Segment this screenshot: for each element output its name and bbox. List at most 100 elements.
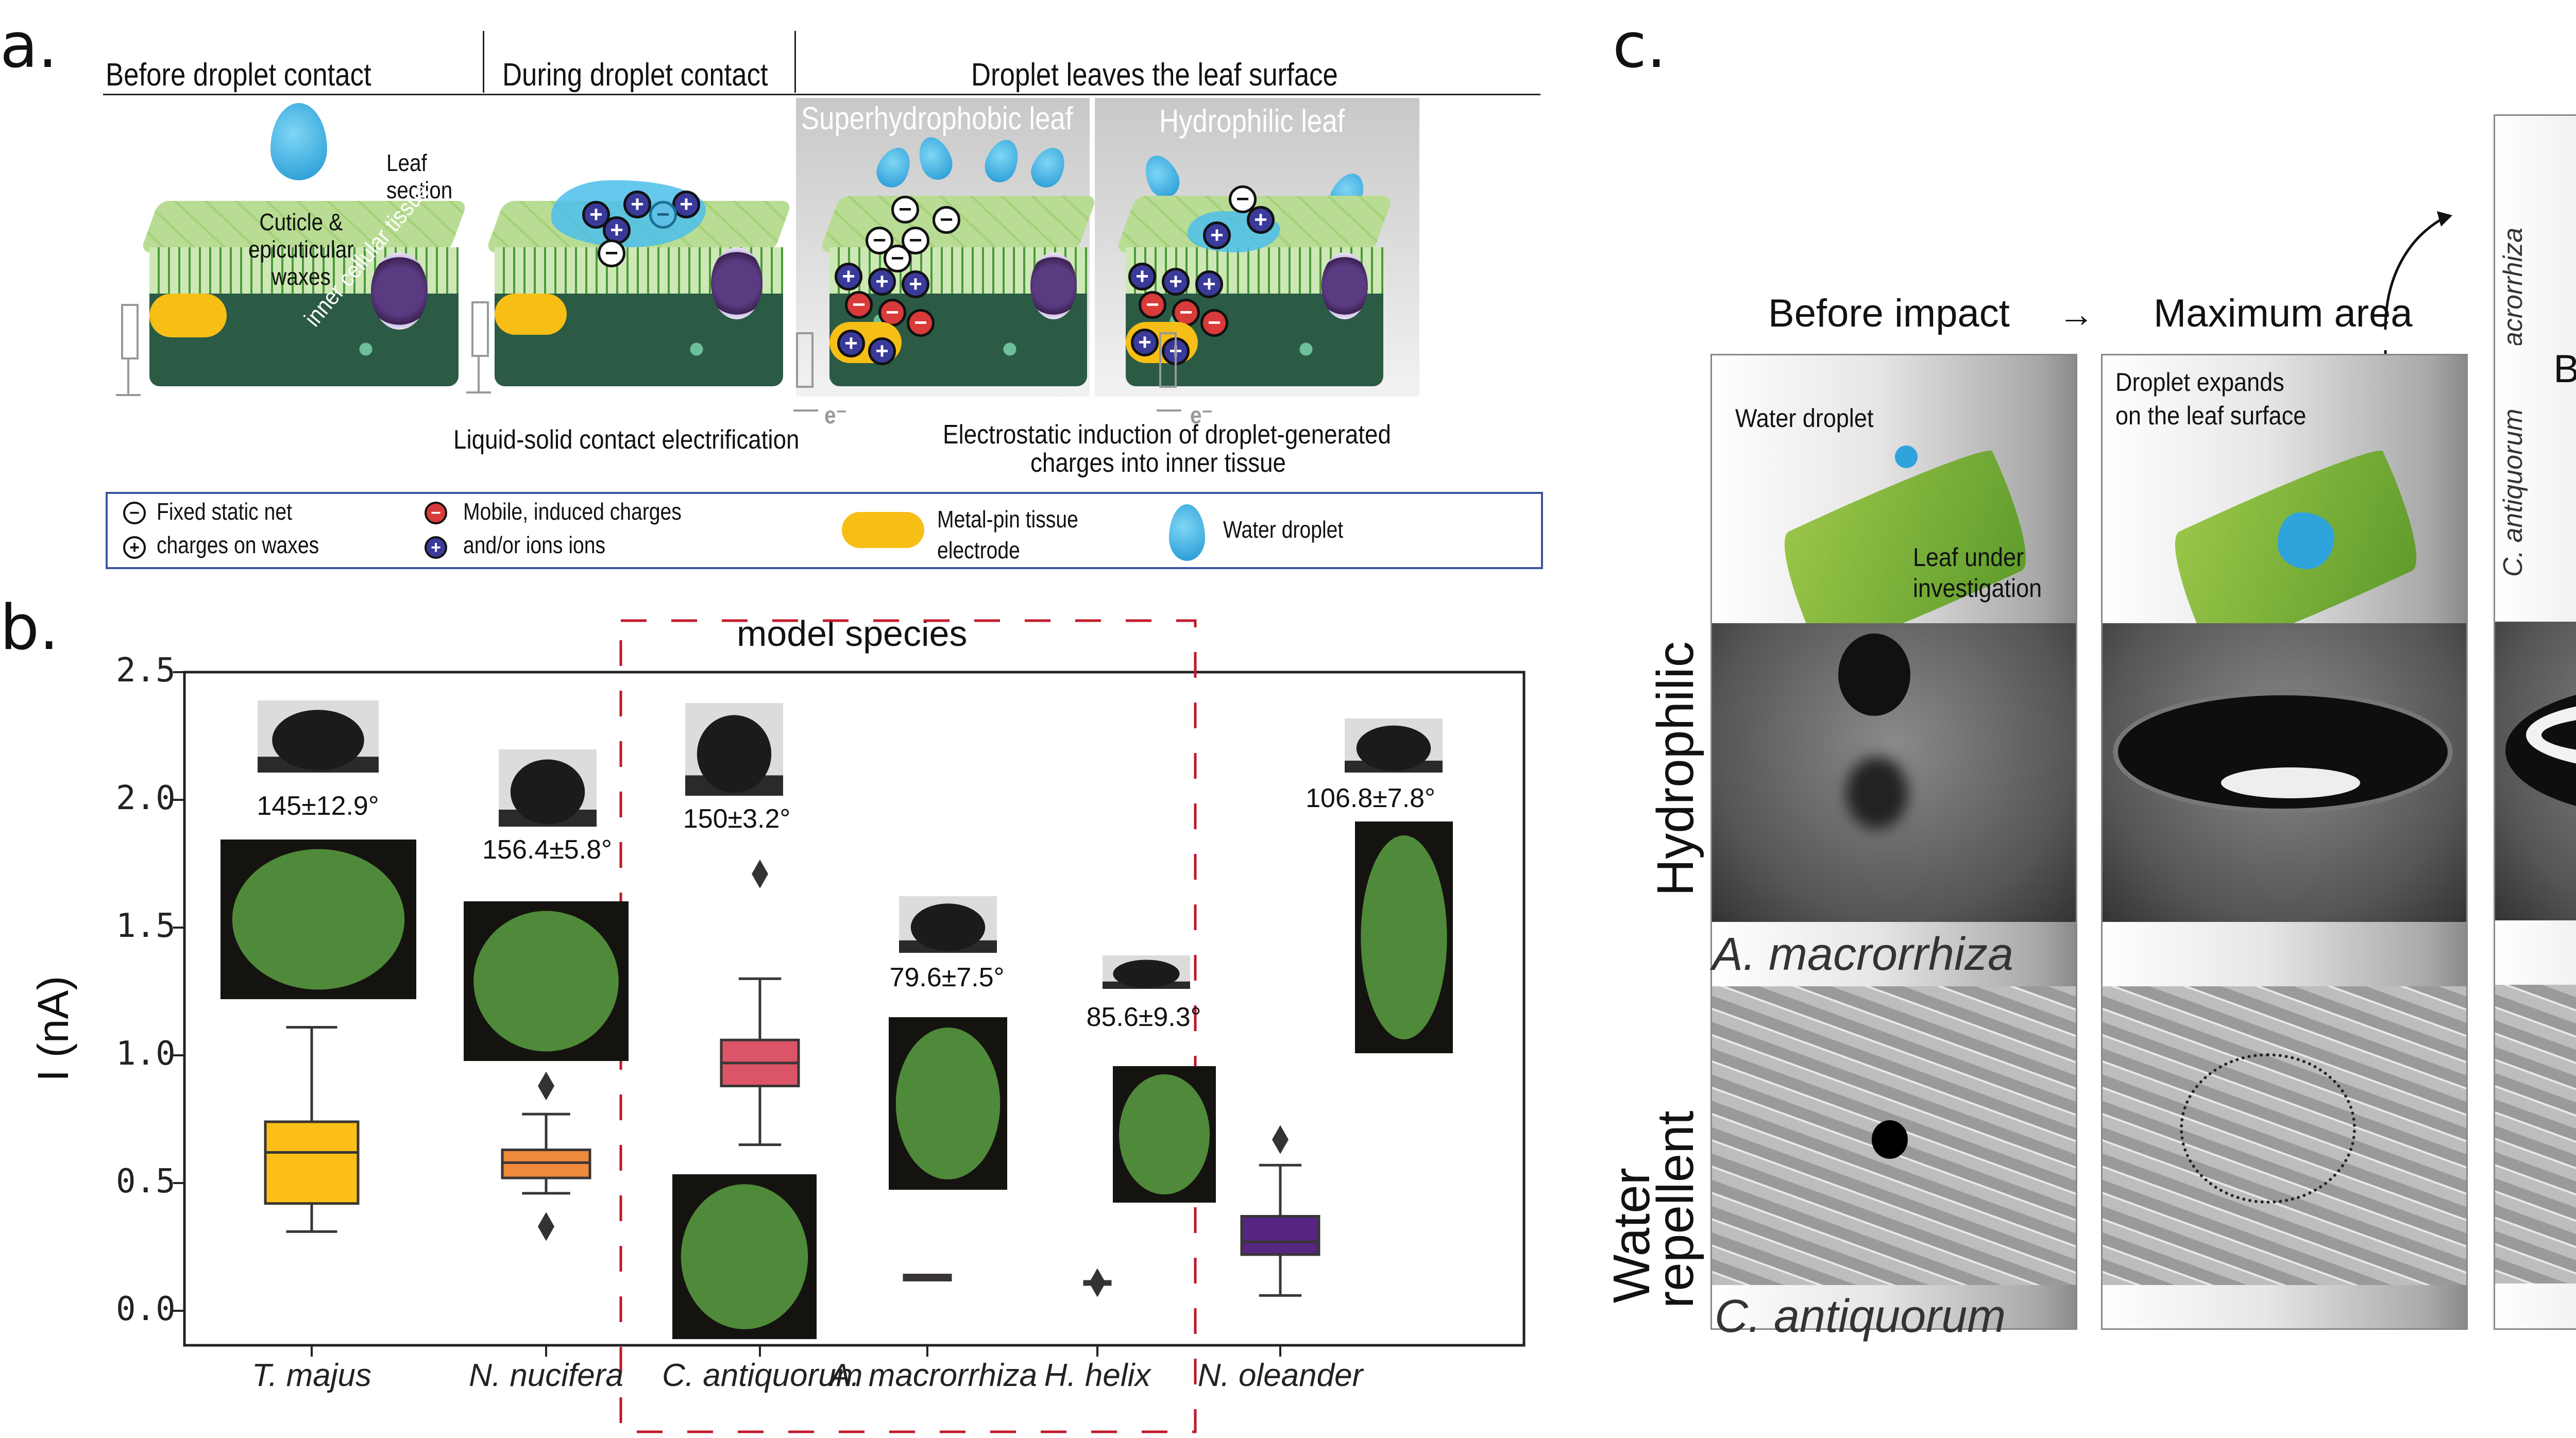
arrowhead-icon bbox=[2437, 211, 2452, 227]
contact-angle-photo bbox=[1103, 955, 1190, 989]
contact-angle-photo bbox=[1345, 718, 1443, 773]
legend-mobile-line2: and/or ions ions bbox=[463, 532, 606, 558]
vascular-bundle bbox=[1321, 252, 1368, 319]
water-repellent-photo-max bbox=[2103, 986, 2466, 1285]
header-maximum-area: Maximum area bbox=[2154, 292, 2413, 335]
y-tick-label: 0.5 bbox=[116, 1162, 176, 1201]
water-droplet-icon bbox=[270, 103, 327, 180]
x-tick-label: H. helix bbox=[1044, 1358, 1151, 1393]
contact-angle-photo bbox=[899, 896, 997, 953]
electrode-legend-icon bbox=[842, 512, 924, 548]
leaf-shape bbox=[1119, 1074, 1210, 1195]
positive-ion-icon: + bbox=[868, 337, 896, 365]
mobile-charge-icon: − bbox=[878, 299, 906, 327]
panel-a-letter: a. bbox=[0, 10, 58, 82]
plot-frame bbox=[183, 671, 1526, 1347]
superhydrophobic-label: Superhydrophobic leaf bbox=[801, 101, 1073, 136]
resistor-icon bbox=[1159, 332, 1177, 388]
ground-icon bbox=[466, 391, 491, 393]
vascular-bundle bbox=[371, 252, 428, 330]
positive-ion-icon: + bbox=[1203, 221, 1231, 249]
electron-flow-label: e⁻ bbox=[824, 402, 847, 429]
header-rule bbox=[103, 94, 1540, 95]
mobile-positive-ion-icon: + bbox=[425, 536, 447, 559]
fixed-charge-icon: − bbox=[891, 196, 919, 224]
hydrophilic-photo-before bbox=[1712, 623, 2076, 922]
header-before-impact: Before impact bbox=[1768, 292, 2010, 335]
x-tick-label: N. nucifera bbox=[469, 1358, 623, 1393]
leaf-photo bbox=[1113, 1066, 1216, 1203]
droplet-silhouette bbox=[1356, 725, 1431, 771]
droplet-reflection bbox=[1846, 757, 1908, 829]
leaf-photo bbox=[221, 840, 416, 999]
metal-pin-electrode bbox=[149, 294, 227, 337]
column-maximum-area: Droplet expands on the leaf surface bbox=[2101, 354, 2468, 1330]
fixed-negative-charge-icon: − bbox=[123, 502, 146, 524]
contact-angle-label: 79.6±7.5° bbox=[889, 963, 1005, 992]
hydrophilic-photo-contraction bbox=[2495, 622, 2576, 920]
header-breaking-line: Breaking into droplets bbox=[2553, 347, 2576, 391]
model-species-highlight-box bbox=[619, 619, 1197, 1433]
ground-icon bbox=[1157, 409, 1181, 412]
contact-angle-label: 156.4±5.8° bbox=[482, 835, 612, 865]
arrow-icon: → bbox=[2058, 294, 2094, 334]
water-droplet-annotation: Water droplet bbox=[1735, 404, 1874, 433]
droplet-ring bbox=[2180, 1053, 2356, 1204]
header-during-contact: During droplet contact bbox=[502, 57, 768, 93]
leaf-shape bbox=[895, 1028, 1001, 1179]
outlier-marker bbox=[1272, 1125, 1289, 1154]
panel-a-legend: − + Fixed static net charges on waxes − … bbox=[106, 492, 1543, 569]
contact-electrification-caption: Liquid-solid contact electrification bbox=[453, 425, 800, 455]
positive-ion-icon: + bbox=[1247, 206, 1275, 234]
box-c--antiquorum bbox=[720, 859, 800, 1146]
boxplot-chart bbox=[173, 619, 1526, 1433]
positive-ion-icon: + bbox=[837, 330, 865, 357]
positive-ion-icon: + bbox=[835, 263, 862, 290]
positive-ion-icon: + bbox=[582, 201, 610, 229]
header-divider-1 bbox=[483, 31, 484, 93]
mobile-negative-charge-icon: − bbox=[425, 502, 447, 524]
droplet-icon bbox=[1895, 446, 1918, 468]
droplet-silhouette bbox=[272, 710, 364, 771]
leaf-photo bbox=[889, 1017, 1007, 1190]
induction-caption-line2: charges into inner tissue bbox=[1030, 448, 1286, 478]
droplet-silhouette bbox=[1113, 960, 1180, 988]
x-tick-label: T. majus bbox=[251, 1358, 371, 1393]
panel-c-letter: c. bbox=[1613, 10, 1667, 82]
cuticle-label: Cuticle & epicuticular waxes bbox=[248, 209, 354, 290]
negative-ion-icon: − bbox=[649, 201, 677, 229]
x-tick-label: C. antiquorum bbox=[662, 1358, 863, 1393]
legend-fixed-line2: charges on waxes bbox=[157, 532, 319, 558]
y-tick-label: 2.0 bbox=[116, 779, 176, 817]
scene-before-contact: Leaf section Cuticle & epicuticular waxe… bbox=[116, 98, 474, 469]
positive-ion-icon: + bbox=[868, 268, 896, 296]
ground-icon bbox=[116, 394, 141, 396]
iqr-box bbox=[264, 1120, 360, 1205]
mobile-charge-icon: − bbox=[1139, 291, 1166, 319]
ground-icon bbox=[793, 409, 818, 412]
hydrophilic-label: Hydrophilic leaf bbox=[1159, 104, 1345, 139]
outlier-marker bbox=[538, 1071, 554, 1101]
box-n--oleander bbox=[1240, 1125, 1320, 1297]
curved-arrow-up-icon bbox=[2384, 217, 2443, 330]
splash-highlight bbox=[2221, 767, 2360, 798]
positive-ion-icon: + bbox=[672, 191, 700, 218]
resistor-icon bbox=[471, 301, 489, 357]
panel-b-letter: b. bbox=[0, 592, 59, 664]
positive-ion-icon: + bbox=[1162, 268, 1190, 296]
positive-ion-icon: + bbox=[1131, 329, 1159, 356]
positive-ion-icon: + bbox=[623, 191, 651, 218]
metal-pin-electrode bbox=[495, 294, 567, 335]
droplet-silhouette bbox=[510, 759, 585, 825]
leaf-under-annotation-1: Leaf under bbox=[1913, 543, 2024, 572]
induction-caption-line1: Electrostatic induction of droplet-gener… bbox=[943, 420, 1391, 450]
scene-superhydrophobic: − − − − − + + + − − − + + bbox=[819, 196, 1098, 464]
x-tick-label: A. macrorrhiza bbox=[829, 1358, 1038, 1393]
legend-droplet: Water droplet bbox=[1223, 516, 1344, 543]
fixed-charge-icon: − bbox=[933, 206, 960, 234]
droplet-spread-icon bbox=[2278, 512, 2334, 569]
x-tick-label: N. oleander bbox=[1197, 1358, 1363, 1393]
leaf-photo bbox=[464, 901, 629, 1061]
outlier-marker bbox=[1089, 1268, 1106, 1297]
leaf-shape bbox=[681, 1184, 808, 1329]
